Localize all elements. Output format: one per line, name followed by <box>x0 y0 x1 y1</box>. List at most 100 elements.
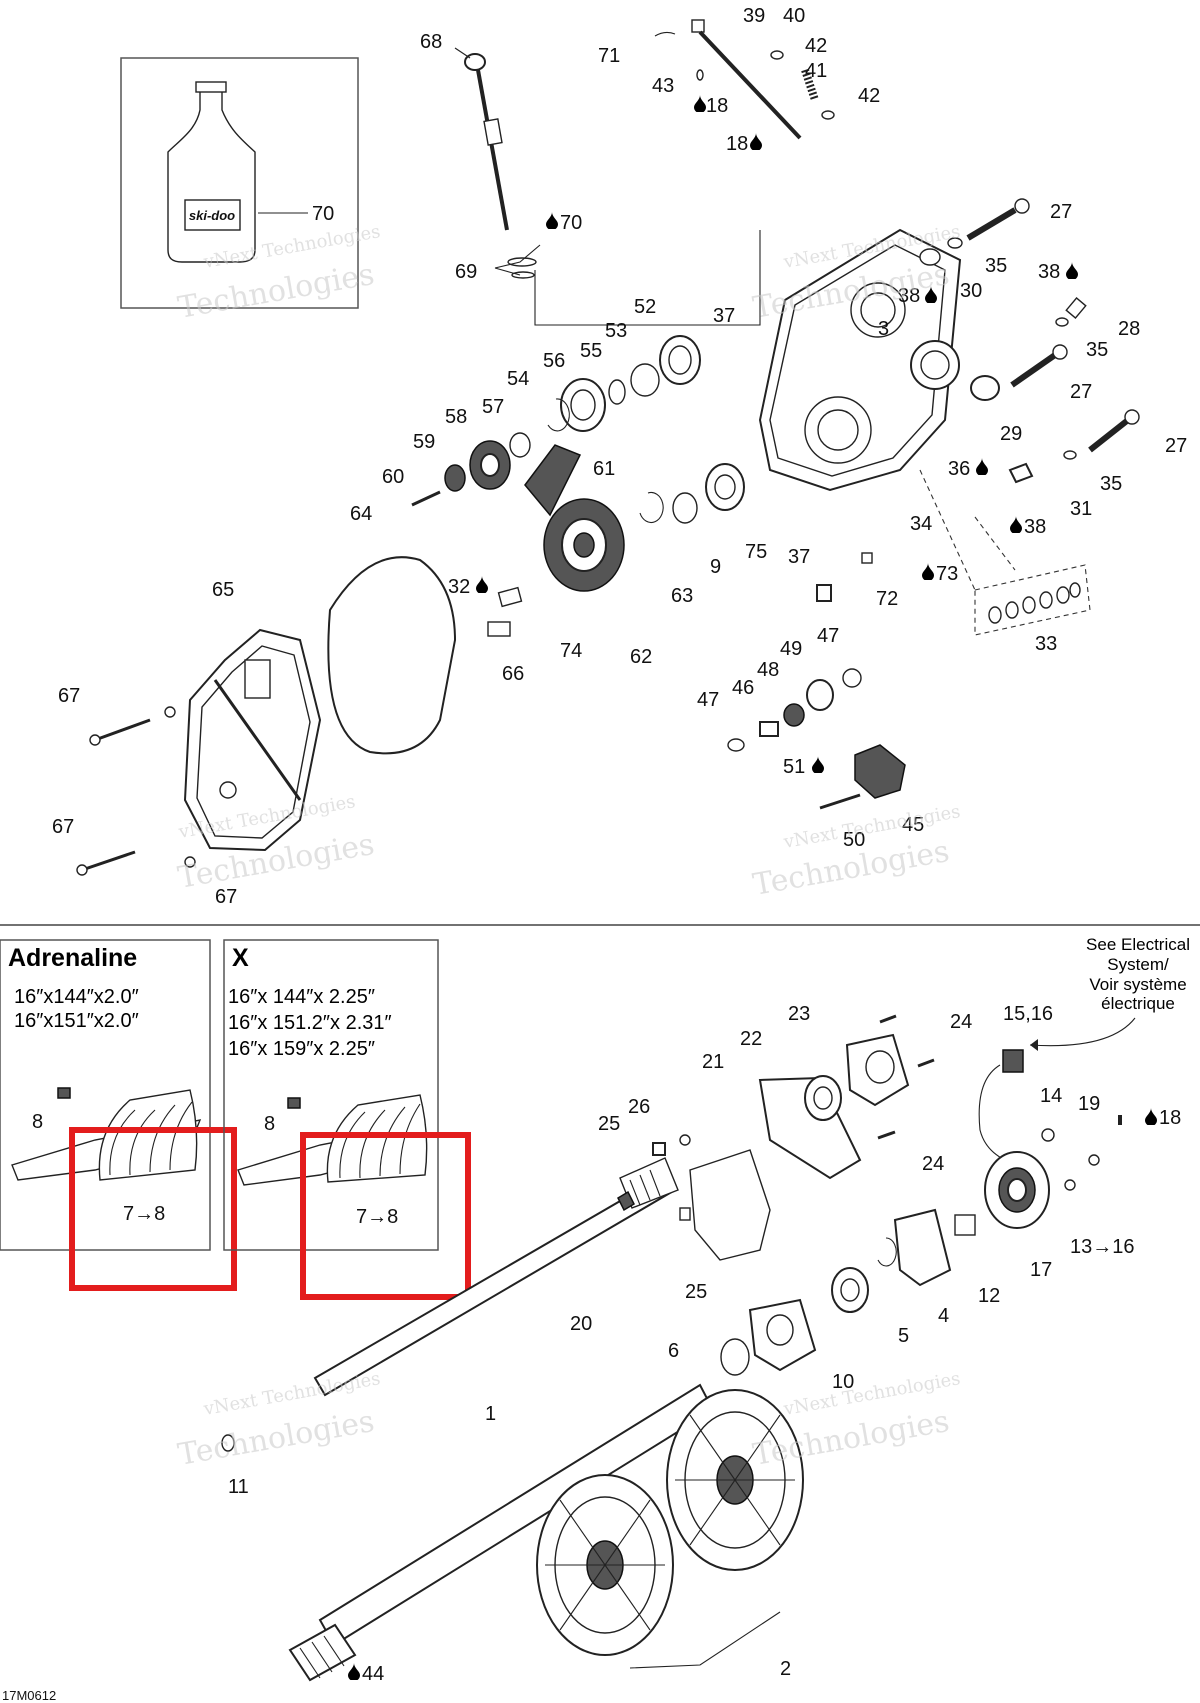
callout-24b: 24 <box>922 1153 944 1175</box>
callout-73: 73 <box>936 563 958 585</box>
callout-6: 6 <box>668 1340 679 1362</box>
bottle-inset-frame <box>120 57 359 309</box>
callout-24a: 24 <box>950 1011 972 1033</box>
oil-drop-icon <box>976 458 988 475</box>
callout-adrenaline-8: 8 <box>32 1111 43 1133</box>
diagram-code: 17M0612 <box>2 1688 56 1703</box>
callout-69: 69 <box>455 261 477 283</box>
callout-61: 61 <box>593 458 615 480</box>
oil-drop-icon <box>1010 516 1022 533</box>
callout-46: 46 <box>732 677 754 699</box>
x-size-3: 16″x 159″x 2.25″ <box>228 1038 375 1060</box>
drive-sprocket-left <box>536 1474 674 1656</box>
callout-37b: 37 <box>788 546 810 568</box>
callout-67b: 67 <box>52 816 74 838</box>
callout-42b: 42 <box>858 85 880 107</box>
callout-18a: 18 <box>706 95 728 117</box>
callout-67c: 67 <box>215 886 237 908</box>
callout-56: 56 <box>543 350 565 372</box>
tensioner-parts <box>727 668 906 810</box>
oil-drop-icon <box>1066 262 1078 279</box>
callout-20: 20 <box>570 1313 592 1335</box>
callout-23: 23 <box>788 1003 810 1025</box>
callout-68: 68 <box>420 31 442 53</box>
callout-71: 71 <box>598 45 620 67</box>
callout-38a: 38 <box>898 285 920 307</box>
callout-41: 41 <box>805 60 827 82</box>
callout-27a: 27 <box>1050 201 1072 223</box>
callout-9: 9 <box>710 556 721 578</box>
callout-35b: 35 <box>1086 339 1108 361</box>
callout-52: 52 <box>634 296 656 318</box>
electrical-note-line3: Voir système <box>1089 975 1186 994</box>
adrenaline-size-1: 16″x144″x2.0″ <box>14 986 139 1008</box>
callout-60: 60 <box>382 466 404 488</box>
callout-2: 2 <box>780 1658 791 1680</box>
callout-65: 65 <box>212 579 234 601</box>
callout-40: 40 <box>783 5 805 27</box>
callout-33: 33 <box>1035 633 1057 655</box>
oil-drop-icon <box>546 212 558 229</box>
x-size-2: 16″x 151.2″x 2.31″ <box>228 1012 392 1034</box>
track-illustration <box>237 1094 428 1186</box>
callout-55: 55 <box>580 340 602 362</box>
oil-drop-icon <box>476 576 488 593</box>
electrical-note-line2: System/ <box>1107 955 1169 974</box>
callout-25b: 25 <box>685 1281 707 1303</box>
watermark-4: vNext Technologies Technologies <box>750 801 962 903</box>
callout-42a: 42 <box>805 35 827 57</box>
callout-72: 72 <box>876 588 898 610</box>
callout-59: 59 <box>413 431 435 453</box>
track-illustration <box>11 1089 202 1181</box>
callout-47b: 47 <box>817 625 839 647</box>
dipstick <box>464 53 537 279</box>
callout-45: 45 <box>902 814 924 836</box>
oil-drop-icon <box>750 133 762 150</box>
chaincase-cover <box>183 628 322 852</box>
callout-18b: 18 <box>726 133 748 155</box>
adrenaline-size-2: 16″x151″x2.0″ <box>14 1010 139 1032</box>
panel-x: X 16″x 144″x 2.25″ 16″x 151.2″x 2.31″ 16… <box>223 939 439 1251</box>
oil-bottle-icon: ski-doo <box>167 81 256 263</box>
electrical-note-line4: électrique <box>1101 994 1175 1013</box>
highlight-box-adrenaline <box>69 1127 237 1291</box>
callout-x-7-8: 7→8 <box>356 1206 398 1228</box>
highlight-box-x <box>300 1132 471 1300</box>
callout-67a: 67 <box>58 685 80 707</box>
callout-22: 22 <box>740 1028 762 1050</box>
callout-3: 3 <box>878 318 889 340</box>
callout-44: 44 <box>362 1663 384 1685</box>
x-size-1: 16″x 144″x 2.25″ <box>228 986 375 1008</box>
left-bearing-parts <box>720 1208 952 1376</box>
callout-27c: 27 <box>1165 435 1187 457</box>
callout-74: 74 <box>560 640 582 662</box>
watermark-5: vNext Technologies Technologies <box>175 1368 382 1473</box>
callout-adrenaline-7-8: 7→8 <box>123 1203 165 1225</box>
gasket-seal <box>327 556 457 755</box>
speed-sensor <box>978 1049 1024 1161</box>
callout-53: 53 <box>605 320 627 342</box>
callout-25a: 25 <box>598 1113 620 1135</box>
drive-sprocket-right <box>666 1389 804 1571</box>
callout-35c: 35 <box>1100 473 1122 495</box>
panel-adrenaline-title: Adrenaline <box>8 944 137 972</box>
callout-34: 34 <box>910 513 932 535</box>
callout-26: 26 <box>628 1096 650 1118</box>
callout-75: 75 <box>745 541 767 563</box>
upper-bearing-plate <box>758 1014 935 1180</box>
callout-50: 50 <box>843 829 865 851</box>
callout-39: 39 <box>743 5 765 27</box>
callout-64: 64 <box>350 503 372 525</box>
callout-11: 11 <box>228 1476 249 1498</box>
callout-37a: 37 <box>713 305 735 327</box>
oil-drop-icon <box>922 563 934 580</box>
drive-axle <box>313 1157 679 1397</box>
callout-36: 36 <box>948 458 970 480</box>
right-bearing-housing <box>954 1115 1122 1236</box>
callout-15-16: 15,16 <box>1003 1003 1053 1025</box>
callout-38b: 38 <box>1038 261 1060 283</box>
callout-30: 30 <box>960 280 982 302</box>
bottle-label: ski-doo <box>189 208 235 223</box>
callout-57: 57 <box>482 396 504 418</box>
callout-58: 58 <box>445 406 467 428</box>
